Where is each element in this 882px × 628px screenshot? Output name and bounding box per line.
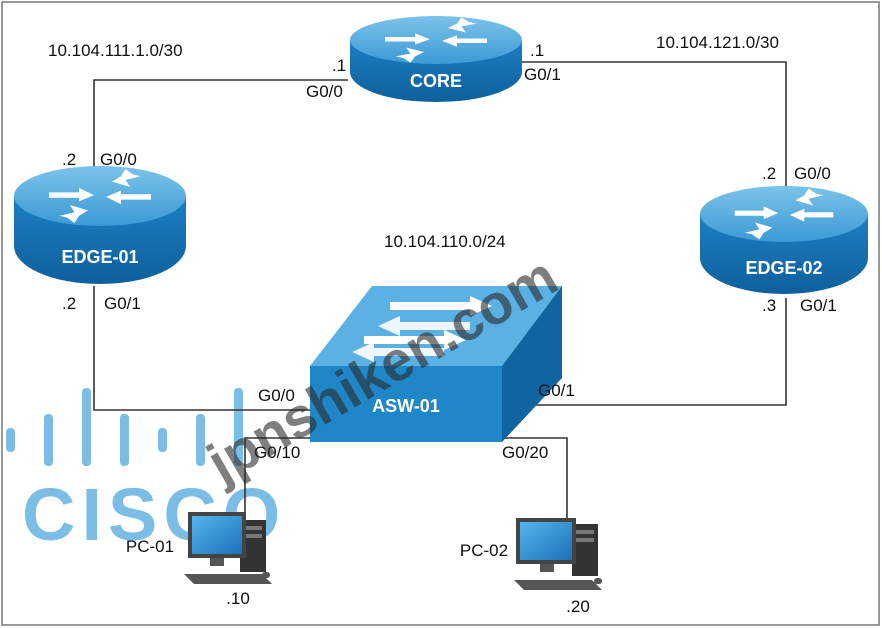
cisco-bar-5 [158, 428, 167, 452]
router-edge02[interactable]: EDGE-02 [700, 186, 868, 294]
link-edge02-asw01 [500, 298, 787, 406]
pc02-keyboard [514, 580, 602, 590]
asw-g01-port: G0/1 [538, 381, 575, 400]
router-core-label: CORE [410, 71, 462, 91]
router-edge01-label: EDGE-01 [61, 247, 138, 267]
switch-asw01[interactable]: ASW-01 [310, 286, 562, 442]
pc02-label: PC-02 [460, 541, 508, 560]
pc01-label: PC-01 [126, 537, 174, 556]
router-edge01[interactable]: EDGE-01 [14, 166, 186, 284]
link-core-edge01 [93, 79, 348, 182]
asw-g010-port: G0/10 [254, 443, 300, 462]
switch-arrows-icon [352, 296, 492, 362]
link-asw01-pc02 [500, 437, 568, 525]
cisco-logo-watermark [6, 388, 243, 466]
links [93, 61, 787, 525]
router-edge02-label: EDGE-02 [745, 258, 822, 278]
asw-g00-port: G0/0 [258, 386, 295, 405]
link-edge01-asw01 [93, 286, 312, 411]
subnet-lan: 10.104.110.0/24 [384, 232, 506, 251]
cisco-bar-1 [6, 428, 15, 452]
pc01[interactable]: PC-01 .10 [126, 512, 272, 608]
cisco-bar-6 [196, 414, 205, 466]
pc01-mouse [262, 572, 270, 578]
edge02-g00-ip: .2 [762, 164, 776, 183]
pc02-mouse [594, 578, 602, 584]
subnet-core-edge02: 10.104.121.0/30 [656, 33, 779, 52]
pc01-host-ip: .10 [226, 589, 250, 608]
core-g00-port: G0/0 [306, 82, 343, 101]
core-g01-port: G0/1 [524, 65, 561, 84]
edge01-g00-port: G0/0 [100, 150, 137, 169]
edge02-g00-port: G0/0 [794, 164, 831, 183]
link-core-edge02 [522, 61, 787, 195]
pc01-keyboard [184, 574, 272, 584]
subnet-core-edge01: 10.104.111.1.0/30 [48, 41, 183, 60]
switch-front [310, 366, 502, 442]
edge01-g01-ip: .2 [62, 294, 76, 313]
edge01-g00-ip: .2 [62, 150, 76, 169]
cisco-bar-4 [120, 414, 129, 466]
pc02-host-ip: .20 [566, 597, 590, 616]
edge02-g01-port: G0/1 [800, 296, 837, 315]
switch-side [502, 286, 562, 442]
cisco-bar-2 [44, 414, 53, 466]
core-g00-ip: .1 [332, 56, 346, 75]
switch-asw01-label: ASW-01 [372, 396, 440, 416]
pc01-screen [192, 516, 242, 554]
asw-g020-port: G0/20 [502, 443, 548, 462]
pc02-screen [520, 522, 572, 560]
edge02-g01-ip: .3 [762, 296, 776, 315]
link-asw01-pc01 [244, 437, 310, 520]
cisco-bar-3 [82, 388, 91, 466]
router-core[interactable]: CORE [350, 16, 522, 102]
cisco-bar-7 [234, 388, 243, 466]
pc02[interactable]: PC-02 .20 [460, 518, 602, 616]
edge01-g01-port: G0/1 [104, 294, 141, 313]
core-g01-ip: .1 [530, 41, 544, 60]
